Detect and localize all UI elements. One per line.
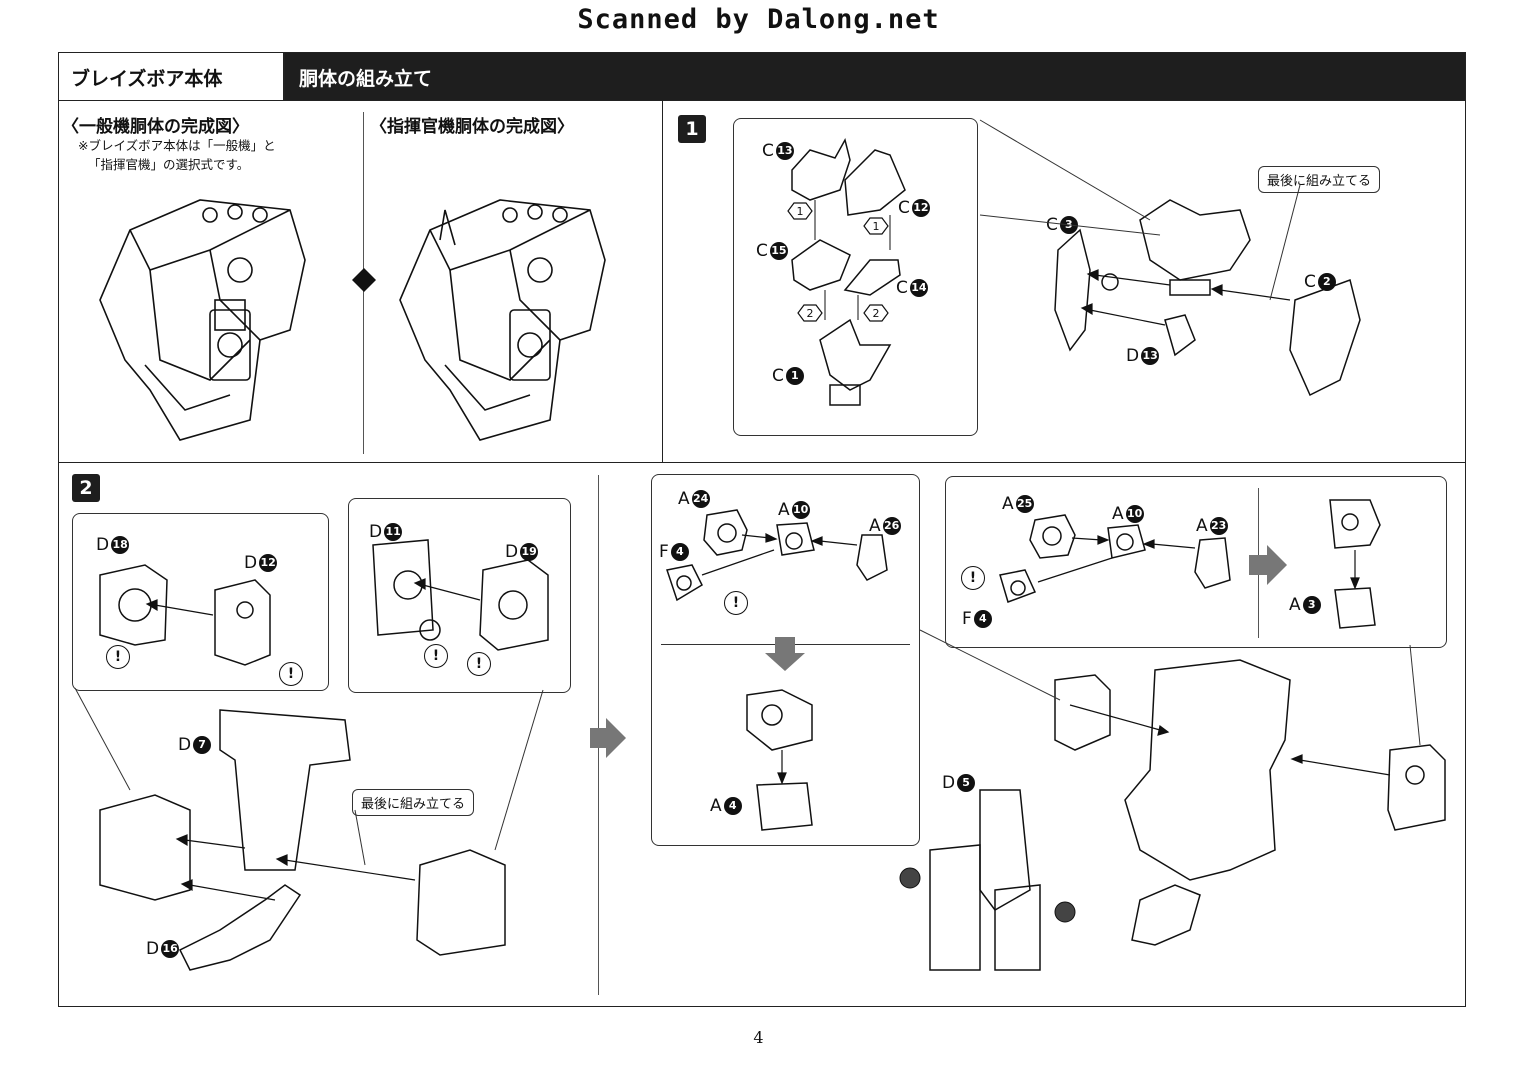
general-title: 〈一般機胴体の完成図〉 [62,117,249,137]
note-line-1: ※ブレイズボア本体は「一般機」と [78,138,276,153]
d11-d19-subassembly-box [348,498,571,693]
assemble-last-callout-2: 最後に組み立てる [352,789,475,816]
selection-note: ※ブレイズボア本体は「一般機」と 「指揮官機」の選択式です。 [78,136,276,174]
a-joint-subassembly-box-2 [945,476,1447,648]
commander-title: 〈指揮官機胴体の完成図〉 [370,117,574,137]
a-joint-illustration-2 [999,499,1381,629]
page-frame [58,52,1466,1007]
d18-d12-illustration [99,564,271,666]
caution-icon: ! [724,591,748,615]
header-divider [59,100,1465,101]
caution-icon: ! [106,645,130,669]
next-arrow-icon [590,718,626,758]
or-diamond-icon [352,268,376,292]
next-arrow-icon-2 [1249,545,1287,585]
step2-final-assembly-illustration [899,629,1446,971]
order-mark: 2 [807,307,814,320]
commander-torso-illustration [399,199,606,441]
step-number-1: 1 [678,115,706,143]
step1-parts-illustration [791,137,906,406]
assemble-last-callout: 最後に組み立てる [1258,166,1381,193]
page-title: 胴体の組み立て [285,53,1465,100]
column-divider [662,100,663,462]
general-torso-illustration [99,199,306,441]
scan-watermark: Scanned by Dalong.net [577,4,940,35]
note-line-2: 「指揮官機」の選択式です。 [88,157,250,172]
order-mark: 2 [873,307,880,320]
step1-subassembly-box [733,118,978,436]
d18-d12-subassembly-box [72,513,329,691]
step-number-2: 2 [72,474,100,502]
caution-icon: ! [424,644,448,668]
caution-icon: ! [279,662,303,686]
step2-assembly-illustration [74,687,544,971]
caution-icon: ! [467,652,491,676]
order-mark: 1 [797,205,804,218]
page-number: 4 [753,1028,764,1047]
d11-d19-illustration [372,539,549,651]
section-label: ブレイズボア本体 [59,53,285,100]
step1-assembly-illustration [979,119,1361,397]
order-mark: 1 [873,220,880,233]
caution-icon: ! [961,566,985,590]
order-marks: 1 1 2 2 [787,202,889,322]
a-joint-illustration [666,509,888,831]
a-joint-subassembly-box [651,474,920,846]
row-divider [59,462,1465,463]
down-arrow-icon [765,637,805,671]
